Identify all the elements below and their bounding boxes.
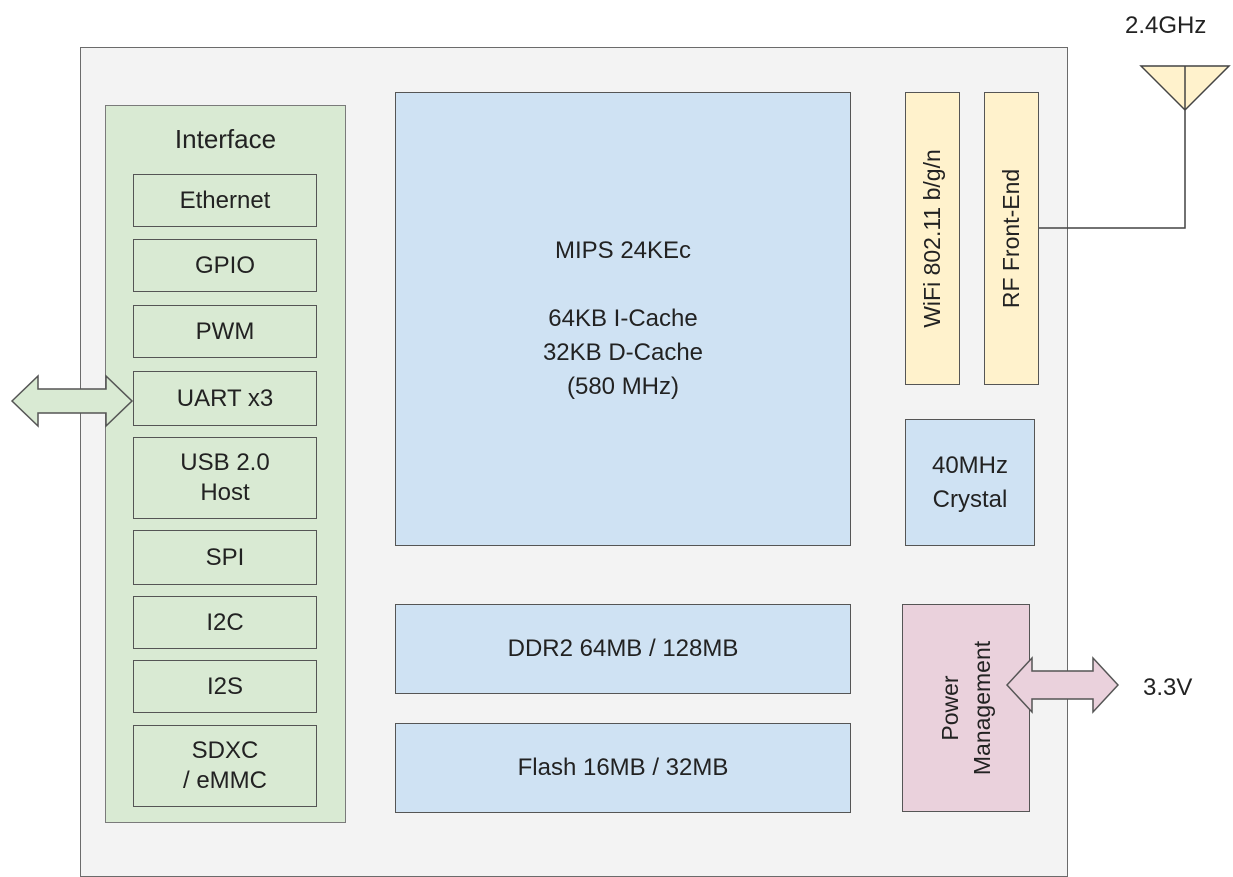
flash-block: Flash 16MB / 32MB [395,723,851,813]
crystal-label: Crystal [932,485,1008,513]
interface-item-usb: USB 2.0 Host [133,437,317,519]
interface-item-uart: UART x3 [133,371,317,426]
ddr-block: DDR2 64MB / 128MB [395,604,851,694]
power-bidirectional-arrow [1005,656,1120,714]
interface-title: Interface [174,124,277,154]
antenna-icon [1139,65,1231,112]
crystal-block: 40MHz Crystal [905,419,1035,546]
interface-item-i2s: I2S [133,660,317,713]
crystal-freq: 40MHz [931,451,1009,479]
cpu-frequency: (580 MHz) [566,373,680,400]
interface-item-gpio: GPIO [133,239,317,292]
interface-item-pwm: PWM [133,305,317,358]
rf-antenna-line [1039,110,1186,229]
antenna-frequency-label: 2.4GHz [1125,12,1207,39]
cpu-block: MIPS 24KEc 64KB I-Cache 32KB D-Cache (58… [395,92,851,546]
interface-item-i2c: I2C [133,596,317,649]
ddr-label: DDR2 64MB / 128MB [507,635,739,662]
voltage-label: 3.3V [1143,674,1193,701]
wifi-block: WiFi 802.11 b/g/n [905,92,960,385]
interface-bidirectional-arrow [10,374,134,428]
flash-label: Flash 16MB / 32MB [517,754,729,781]
cpu-icache: 64KB I-Cache [548,305,698,332]
interface-item-sdxc: SDXC / eMMC [133,725,317,807]
interface-item-spi: SPI [133,530,317,585]
cpu-dcache: 32KB D-Cache [542,339,704,366]
cpu-name: MIPS 24KEc [554,237,692,264]
rf-frontend-block: RF Front-End [984,92,1039,385]
interface-item-ethernet: Ethernet [133,174,317,227]
